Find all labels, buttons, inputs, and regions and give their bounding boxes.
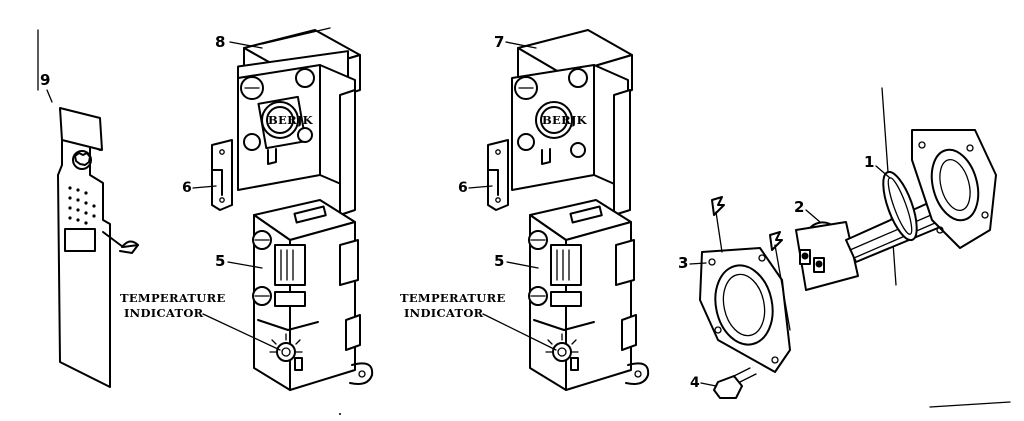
label-temperature-right: TEMPERATURE <box>400 291 506 305</box>
leader-part-6-left <box>192 185 217 189</box>
leader-part-2 <box>805 209 821 223</box>
callout-part-6-left: 6 <box>182 180 192 196</box>
leader-temperature-right <box>482 313 557 351</box>
callout-part-1: 1 <box>864 153 874 171</box>
label-temperature-left: TEMPERATURE <box>120 291 226 305</box>
part-4-screw <box>713 367 757 399</box>
leader-temperature-left <box>202 313 281 351</box>
callout-part-7: 7 <box>494 33 504 51</box>
callout-part-5-right: 5 <box>494 252 504 270</box>
callout-part-8: 8 <box>215 33 225 51</box>
specks <box>339 413 341 415</box>
part-7-thermostat: BERJK <box>511 29 633 216</box>
leader-part-8 <box>229 41 263 49</box>
leader-part-9 <box>46 89 53 103</box>
part-5-thermostat-left <box>252 199 374 391</box>
leader-part-5-left <box>227 261 263 269</box>
part-6-bracket-left <box>211 139 233 211</box>
svg-text:BERJK: BERJK <box>542 113 588 127</box>
part-8-thermostat: BERJK <box>237 27 361 216</box>
svg-text:BERJK: BERJK <box>268 113 314 127</box>
label-indicator-right: INDICATOR <box>404 306 484 320</box>
leader-part-3 <box>689 262 707 265</box>
part-1-heating-element-tube <box>845 87 1011 408</box>
callout-part-3: 3 <box>678 254 688 272</box>
part-3-gasket <box>699 196 791 373</box>
leader-part-7 <box>505 41 537 49</box>
callout-part-6-right: 6 <box>458 180 468 196</box>
callout-part-5-left: 5 <box>215 252 225 270</box>
callout-part-4: 4 <box>690 375 700 391</box>
label-indicator-left: INDICATOR <box>124 306 204 320</box>
part-5-thermostat-right <box>528 199 650 391</box>
leader-part-5-right <box>506 261 539 269</box>
callout-part-2: 2 <box>794 198 804 216</box>
leader-part-1 <box>875 165 891 179</box>
part-6-bracket-right <box>487 139 509 211</box>
part-2-heating-element-head <box>795 221 859 291</box>
part-9-cover-plate <box>37 29 139 388</box>
leader-part-4 <box>700 382 717 387</box>
leader-part-6-right <box>468 185 493 189</box>
callout-part-9: 9 <box>40 71 50 89</box>
